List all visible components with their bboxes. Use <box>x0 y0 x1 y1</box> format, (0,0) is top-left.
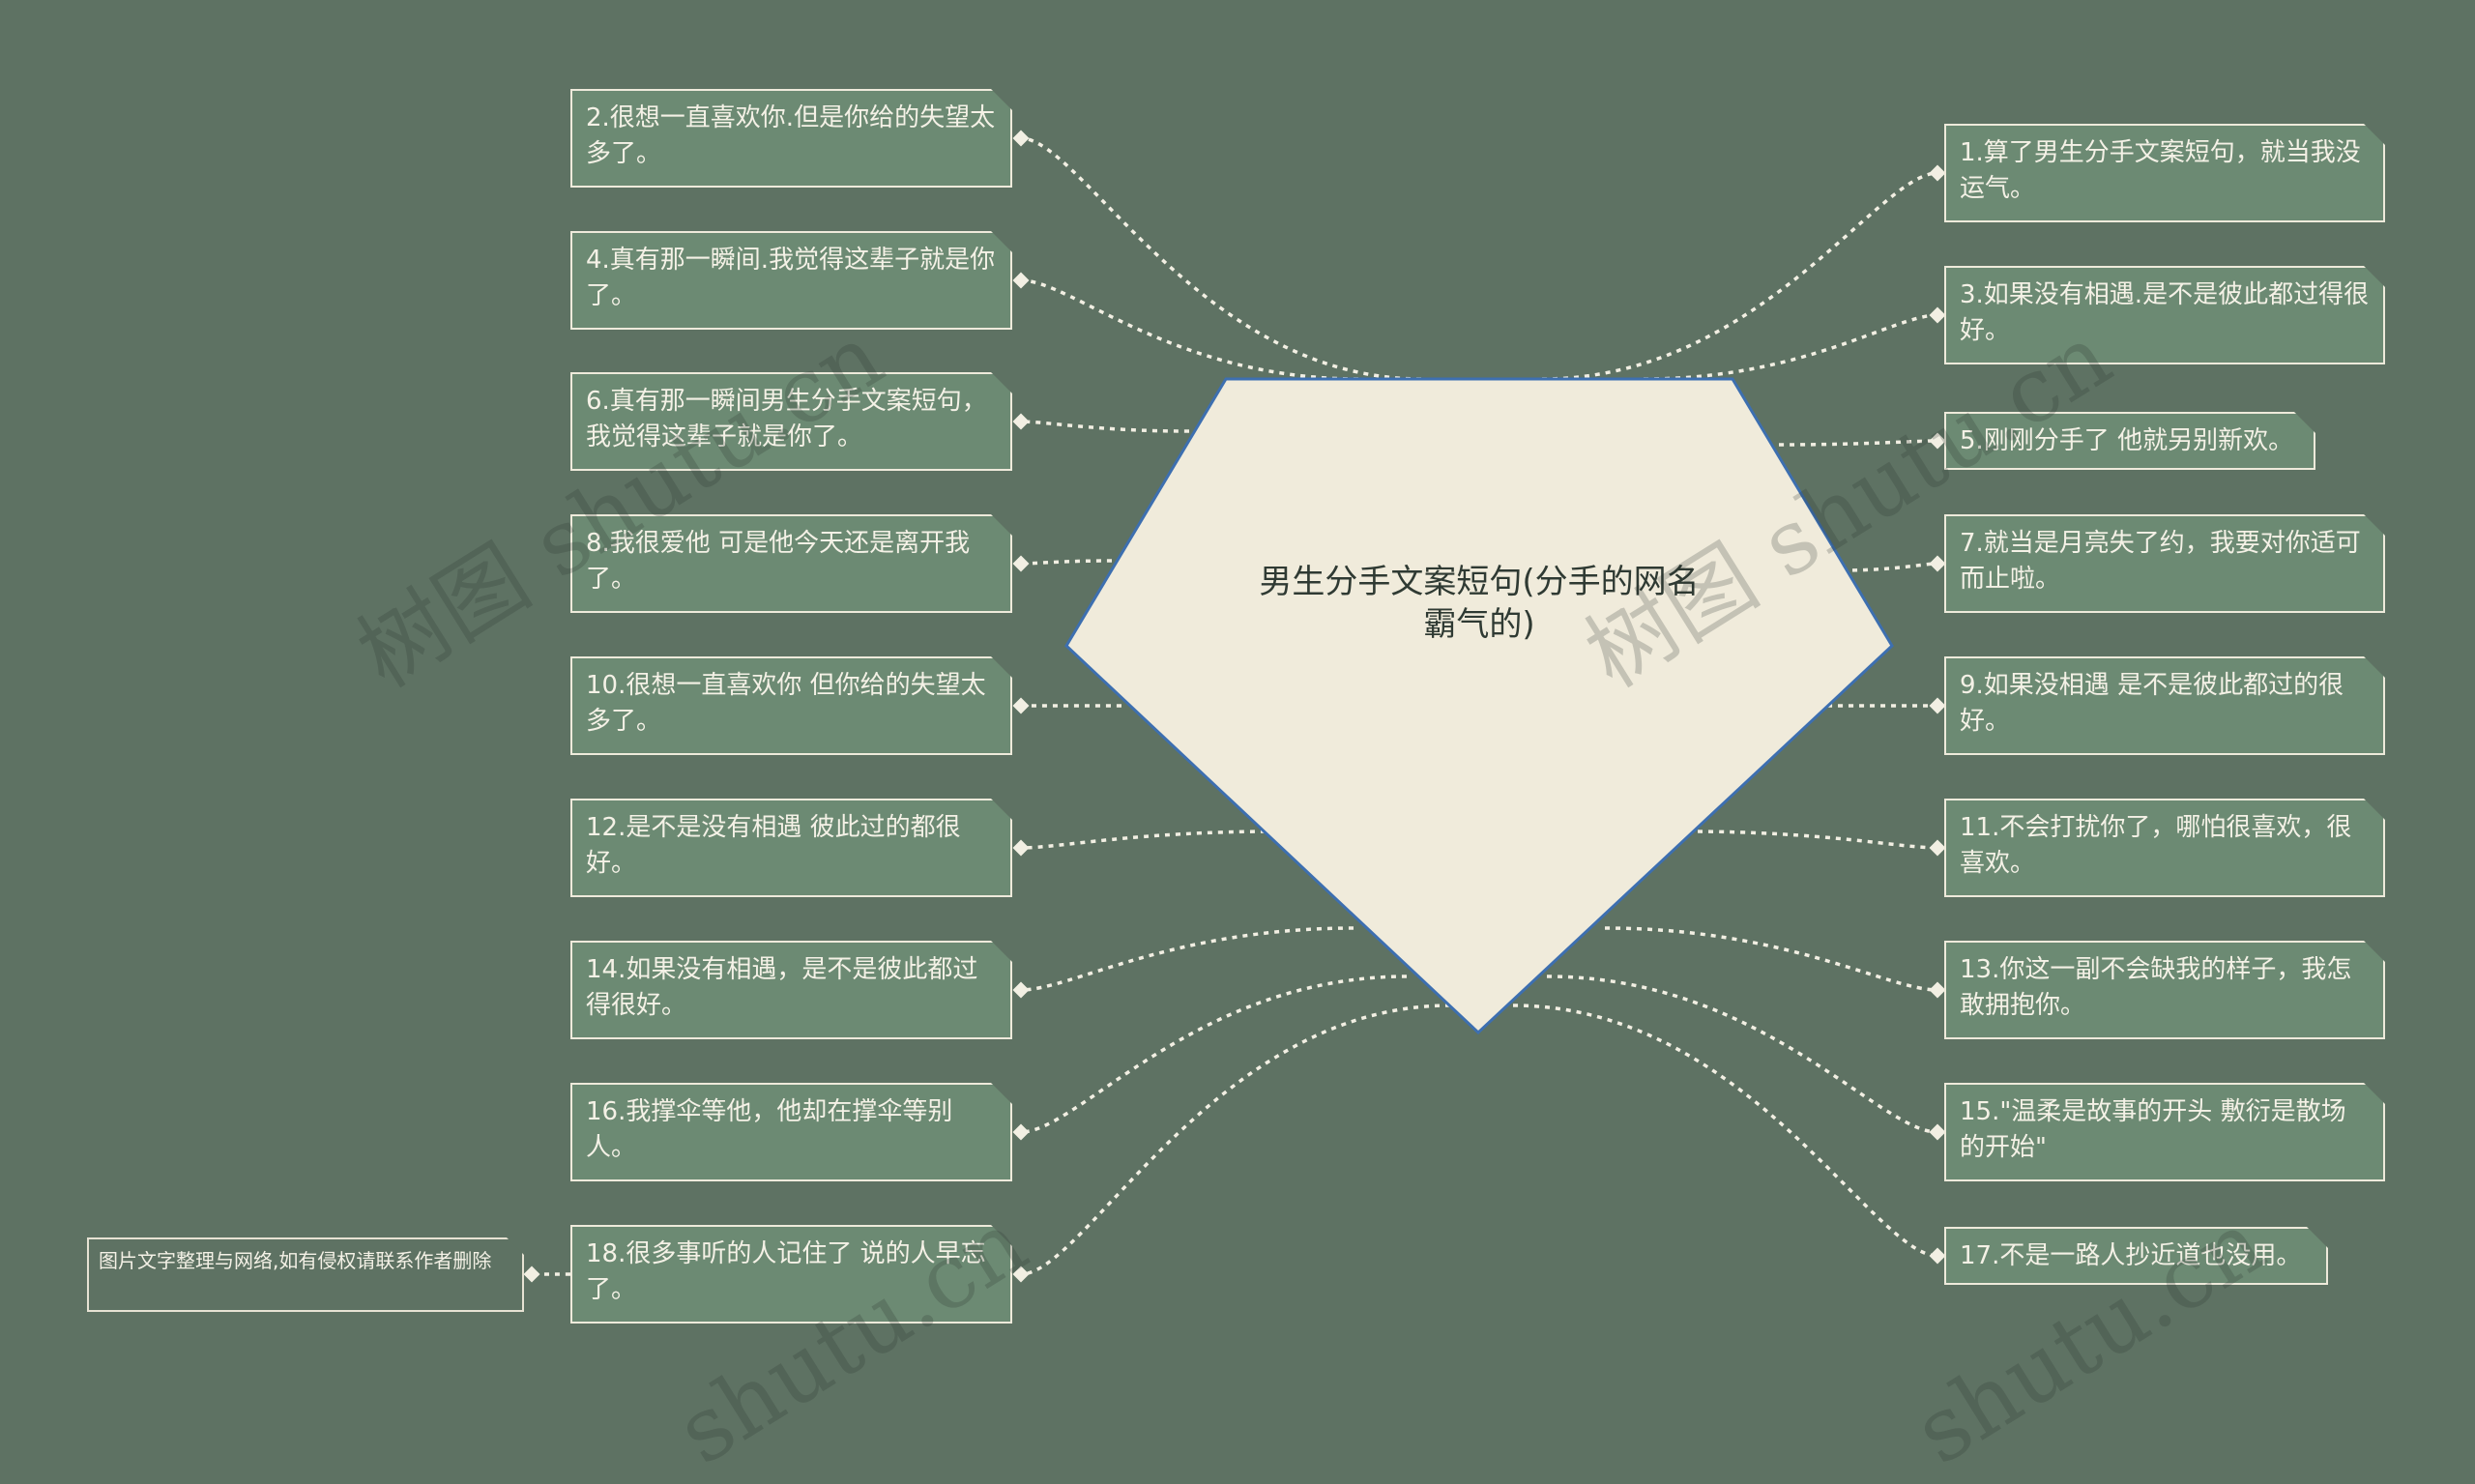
connector-dot-left-6 <box>1012 839 1030 857</box>
center-pentagon[interactable] <box>0 0 2475 1412</box>
connector-dot-left-8 <box>1012 1123 1030 1141</box>
connector-dot-left-4 <box>1012 555 1030 572</box>
connector-right-2 <box>1643 313 1938 381</box>
right-node-7[interactable]: 13.你这一副不会缺我的样子，我怎敢拥抱你。 <box>1944 941 2385 1039</box>
connector-right-8 <box>1546 975 1938 1134</box>
left-node-9[interactable]: 18.很多事听的人记住了 说的人早忘了。 <box>570 1225 1012 1324</box>
left-node-7[interactable]: 14.如果没有相遇，是不是彼此都过得很好。 <box>570 941 1012 1039</box>
connector-right-6 <box>1686 829 1938 850</box>
connector-layer <box>523 130 1946 1283</box>
copyright-note: 图片文字整理与网络,如有侵权请联系作者删除 <box>87 1237 524 1312</box>
left-node-2[interactable]: 4.真有那一瞬间.我觉得这辈子就是你了。 <box>570 231 1012 330</box>
connector-dot-note <box>523 1266 540 1283</box>
connector-left-8 <box>1020 975 1408 1134</box>
left-node-1[interactable]: 2.很想一直喜欢你.但是你给的失望太多了。 <box>570 89 1012 188</box>
connector-right-4 <box>1841 562 1938 572</box>
left-node-6[interactable]: 12.是不是没有相遇 彼此过的都很好。 <box>570 799 1012 897</box>
connector-dot-left-5 <box>1012 697 1030 714</box>
right-node-3[interactable]: 5.刚刚分手了 他就另别新欢。 <box>1944 412 2315 470</box>
left-node-4[interactable]: 8.我很爱他 可是他今天还是离开我了。 <box>570 514 1012 613</box>
connector-left-2 <box>1020 278 1359 381</box>
connector-dot-right-7 <box>1929 981 1946 999</box>
connector-left-1 <box>1020 136 1422 381</box>
connector-dot-right-5 <box>1929 697 1946 714</box>
connector-dot-right-8 <box>1929 1123 1946 1141</box>
left-node-8[interactable]: 16.我撑伞等他，他却在撑伞等别人。 <box>570 1083 1012 1181</box>
connector-right-9 <box>1512 1004 1938 1258</box>
right-node-4[interactable]: 7.就当是月亮失了约，我要对你适可而止啦。 <box>1944 514 2385 613</box>
connector-right-1 <box>1541 171 1938 381</box>
connector-dot-left-9 <box>1012 1266 1030 1283</box>
connector-dot-right-9 <box>1929 1247 1946 1265</box>
connector-dot-left-7 <box>1012 981 1030 999</box>
connector-dot-right-6 <box>1929 839 1946 857</box>
right-node-9[interactable]: 17.不是一路人抄近道也没用。 <box>1944 1227 2328 1285</box>
connector-dot-right-4 <box>1929 555 1946 572</box>
right-node-2[interactable]: 3.如果没有相遇.是不是彼此都过得很好。 <box>1944 266 2385 364</box>
right-node-6[interactable]: 11.不会打扰你了，哪怕很喜欢，很喜欢。 <box>1944 799 2385 897</box>
left-node-3[interactable]: 6.真有那一瞬间男生分手文案短句，我觉得这辈子就是你了。 <box>570 372 1012 471</box>
connector-right-3 <box>1778 439 1938 447</box>
connector-left-3 <box>1020 420 1190 433</box>
right-node-8[interactable]: 15."温柔是故事的开头 敷衍是散场的开始" <box>1944 1083 2385 1181</box>
center-topic-title: 男生分手文案短句(分手的网名霸气的) <box>1259 563 1700 644</box>
right-node-5[interactable]: 9.如果没相遇 是不是彼此都过的很好。 <box>1944 656 2385 755</box>
right-node-1[interactable]: 1.算了男生分手文案短句，就当我没运气。 <box>1944 124 2385 222</box>
left-node-5[interactable]: 10.很想一直喜欢你 但你给的失望太多了。 <box>570 656 1012 755</box>
